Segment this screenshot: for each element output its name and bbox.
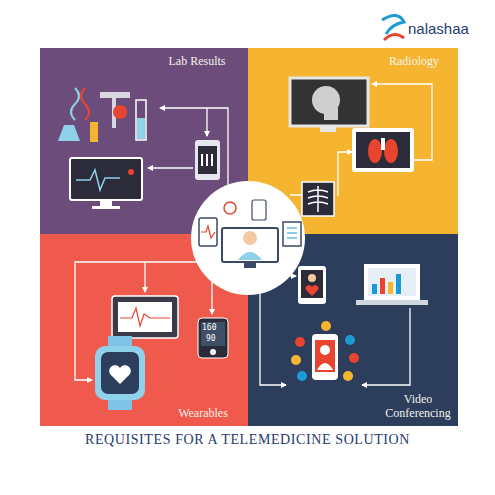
video-tablet [298,266,326,304]
video-conferencing-panel: Video Conferencing [248,234,458,426]
lab-tablet [195,140,220,180]
lungs-tablet [352,128,414,172]
wearables-panel: Wearables [40,234,248,426]
logo-mark [382,15,404,40]
panel-title: Lab Results [150,54,244,68]
diagram-title: REQUISITES FOR A TELEMEDICINE SOLUTION [0,432,495,448]
panel-title: Wearables [160,406,246,420]
telemedicine-hub [191,181,305,295]
ecg-monitor [112,296,178,338]
xray-monitor [290,78,368,132]
lab-equipment [58,88,146,142]
radiology-panel: Radiology [248,48,458,234]
bp-meter [198,318,228,358]
bp-reading: 90 [206,334,216,343]
panel-title: Radiology [372,54,456,68]
video-phone [291,321,359,381]
bp-reading: 160 [202,323,216,332]
lab-monitor [70,158,142,209]
flow-arrows [75,84,432,385]
panel-title: Video Conferencing [378,392,458,420]
laptop-chart [356,264,428,305]
lab-results-panel: Lab Results [40,48,248,234]
logo-text: nalashaa [408,20,469,37]
smartwatch [95,336,145,410]
ribcage-xray [302,182,334,216]
